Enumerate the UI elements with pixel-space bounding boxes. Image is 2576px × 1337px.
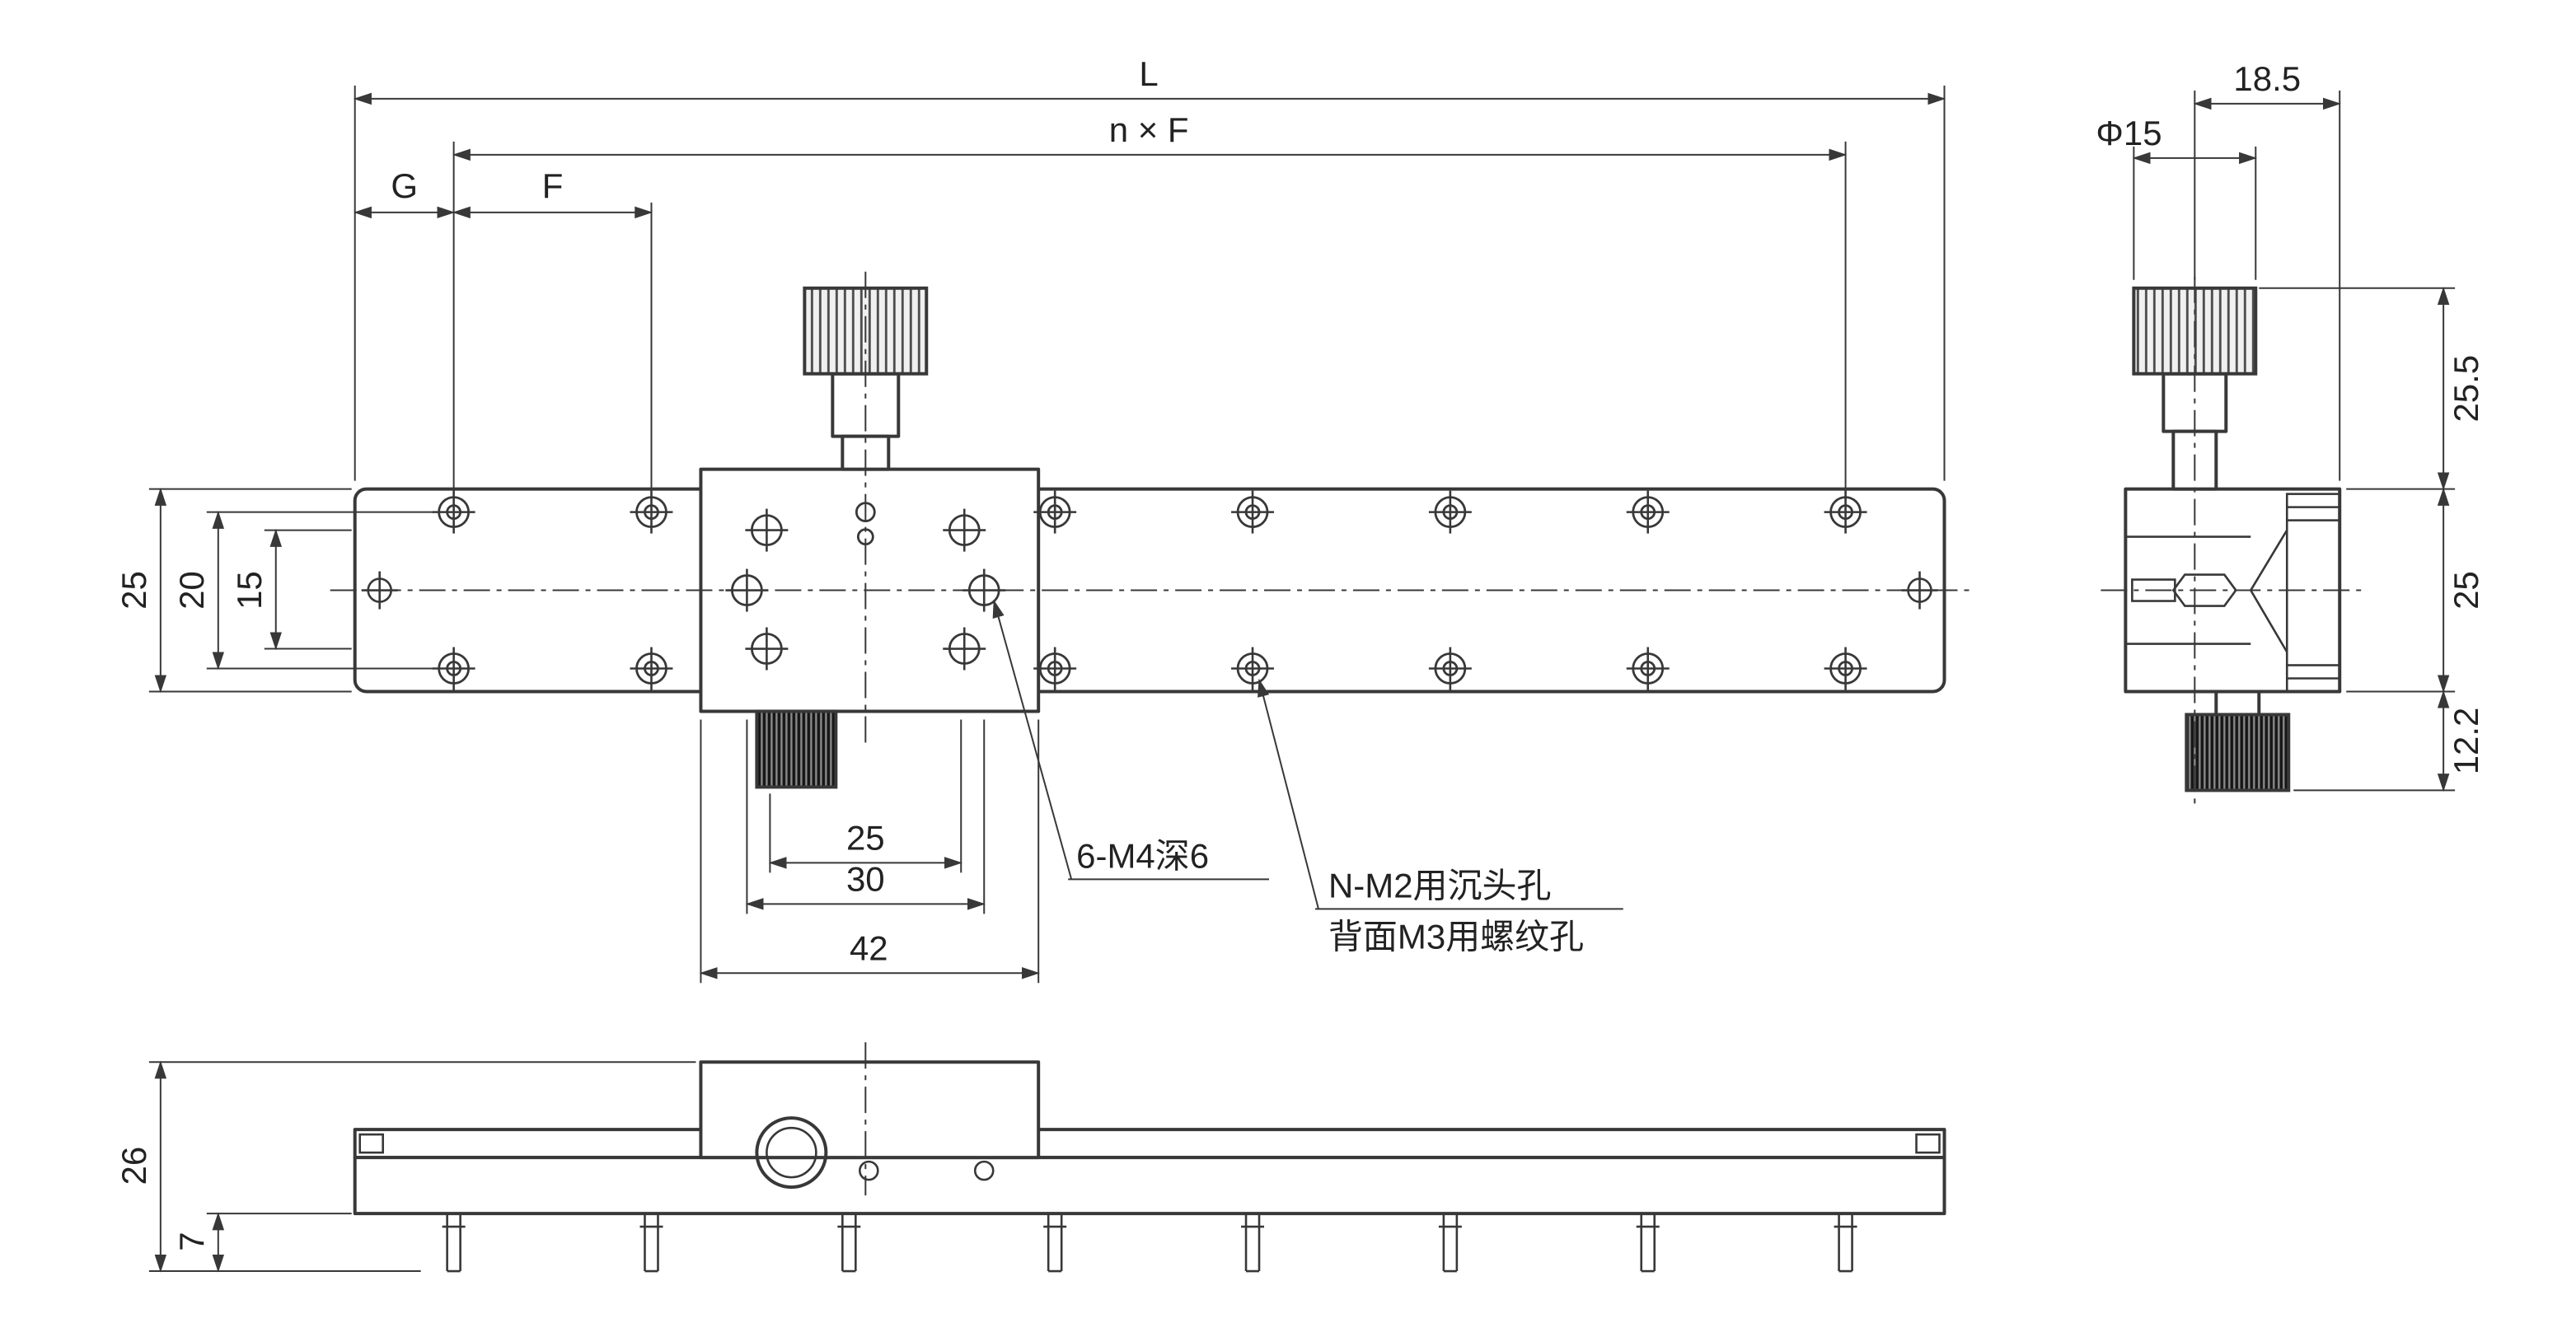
dimension-stud-length-7: 7 xyxy=(172,1212,352,1273)
counterbore-hole xyxy=(432,647,1867,690)
stud xyxy=(837,1213,861,1273)
counterbore-hole xyxy=(432,490,1867,534)
stud xyxy=(1043,1213,1067,1273)
lock-knob xyxy=(755,709,838,789)
stud xyxy=(1636,1213,1660,1273)
mounting-studs xyxy=(442,1213,1857,1273)
dimension-rail-height-25: 25 xyxy=(115,487,352,694)
side-view: 18.5 Φ15 25.5 25 12.2 xyxy=(2096,59,2485,807)
front-view: L n × F G F 25 20 xyxy=(115,54,1969,984)
stud xyxy=(639,1213,663,1273)
dimension-table-rows-15: 15 xyxy=(230,528,352,651)
rail-mounting-holes xyxy=(432,490,1867,690)
dim-nxF-label: n × F xyxy=(1109,110,1189,149)
dim-30-label: 30 xyxy=(846,859,885,898)
note-counterbore-holes: N-M2用沉头孔 背面M3用螺纹孔 xyxy=(1258,678,1623,956)
carriage-tapped-holes xyxy=(725,502,1006,671)
elevation-table xyxy=(353,1128,1946,1160)
dim-F-label: F xyxy=(542,166,564,205)
note-tapped-holes-label: 6-M4深6 xyxy=(1076,836,1209,875)
dimension-total-height-26: 26 xyxy=(115,1060,696,1273)
dim-12-2-label: 12.2 xyxy=(2447,708,2485,775)
dimension-knob-height-25-5: 25.5 xyxy=(2259,287,2485,491)
dim-25-5-label: 25.5 xyxy=(2447,355,2485,423)
stud xyxy=(442,1213,466,1273)
elevation-base xyxy=(353,1156,1946,1216)
side-lock-knob xyxy=(2185,690,2291,792)
stud xyxy=(1438,1213,1462,1273)
dimension-hole-rows-20: 20 xyxy=(172,510,434,671)
dimension-L: L xyxy=(353,54,1946,481)
dim-26-label: 26 xyxy=(115,1147,153,1185)
dimension-G-F: G F xyxy=(353,166,653,494)
note-counterbore-line2: 背面M3用螺纹孔 xyxy=(1328,917,1584,956)
dim-25b-label: 25 xyxy=(846,818,885,857)
dimension-nxF: n × F xyxy=(452,110,1848,494)
dimension-lock-height-12-2: 12.2 xyxy=(2293,690,2485,792)
dim-L-label: L xyxy=(1139,54,1158,93)
elevation-carriage xyxy=(699,1060,1041,1160)
dim-20-label: 20 xyxy=(172,571,211,610)
dimension-knob-diameter: Φ15 xyxy=(2096,114,2258,280)
dimension-carriage-42: 42 xyxy=(699,719,1040,984)
stud xyxy=(1241,1213,1265,1273)
dimension-table-cols-30: 30 xyxy=(745,719,986,914)
dim-15-label: 15 xyxy=(230,571,269,610)
dimension-offset-18-5: 18.5 xyxy=(2193,59,2341,481)
bottom-view: 26 7 xyxy=(115,1042,1946,1273)
dim-G-label: G xyxy=(391,166,418,205)
dim-phi15-label: Φ15 xyxy=(2096,114,2161,152)
dim-42-label: 42 xyxy=(850,928,888,967)
stud xyxy=(1834,1213,1857,1273)
dim-18-5-label: 18.5 xyxy=(2233,59,2301,98)
dimension-table-cols-25: 25 xyxy=(768,719,963,873)
dim-7-label: 7 xyxy=(172,1232,211,1251)
note-tapped-holes: 6-M4深6 xyxy=(992,599,1270,881)
dimension-body-height-25: 25 xyxy=(2346,487,2485,694)
note-counterbore-line1: N-M2用沉头孔 xyxy=(1328,866,1551,905)
dim-25-label: 25 xyxy=(115,571,153,610)
dim-side-25-label: 25 xyxy=(2447,571,2485,610)
elevation-lock-knob xyxy=(755,1116,995,1190)
